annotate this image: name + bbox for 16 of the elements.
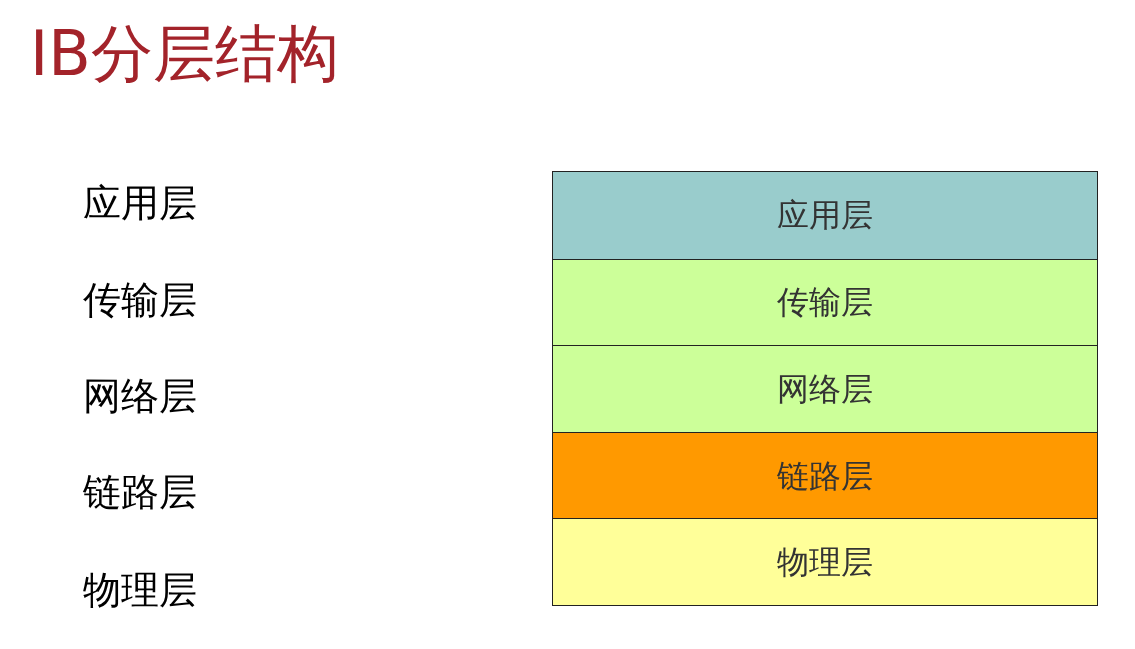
layer-label: 网络层 (83, 374, 197, 419)
layer-box (553, 345, 1097, 432)
layer-box (553, 172, 1097, 259)
layer-label: 应用层 (83, 181, 197, 226)
layer-box (553, 258, 1097, 346)
layer-name: 应用层 (777, 196, 873, 236)
layer-name: 链路层 (777, 456, 873, 496)
layer-box (553, 518, 1097, 605)
layer-name: 物理层 (777, 543, 873, 583)
slide-title: IB分层结构 (30, 16, 339, 92)
layer-box (553, 431, 1097, 519)
layer-label: 物理层 (83, 568, 197, 613)
layer-label: 链路层 (83, 470, 197, 515)
layer-name: 网络层 (777, 370, 873, 409)
layer-label: 传输层 (83, 278, 197, 323)
layer-name: 传输层 (777, 283, 873, 323)
